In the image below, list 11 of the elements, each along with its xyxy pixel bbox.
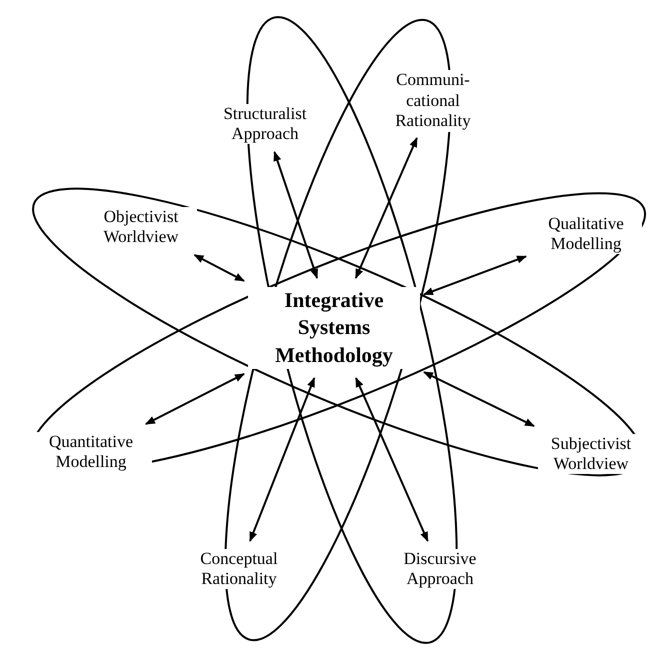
double-arrow: [194, 254, 245, 282]
concept-label: Subjectivist Worldview: [538, 434, 644, 474]
double-arrow: [423, 371, 535, 427]
double-arrow: [274, 151, 318, 279]
double-arrow: [249, 377, 316, 542]
center-title: Integrative Systems Methodology: [248, 287, 420, 369]
double-arrow: [355, 377, 429, 542]
double-arrow: [423, 255, 527, 296]
double-arrow: [144, 373, 245, 425]
concept-label: Quantitative Modelling: [30, 432, 152, 472]
double-arrow: [354, 137, 418, 279]
